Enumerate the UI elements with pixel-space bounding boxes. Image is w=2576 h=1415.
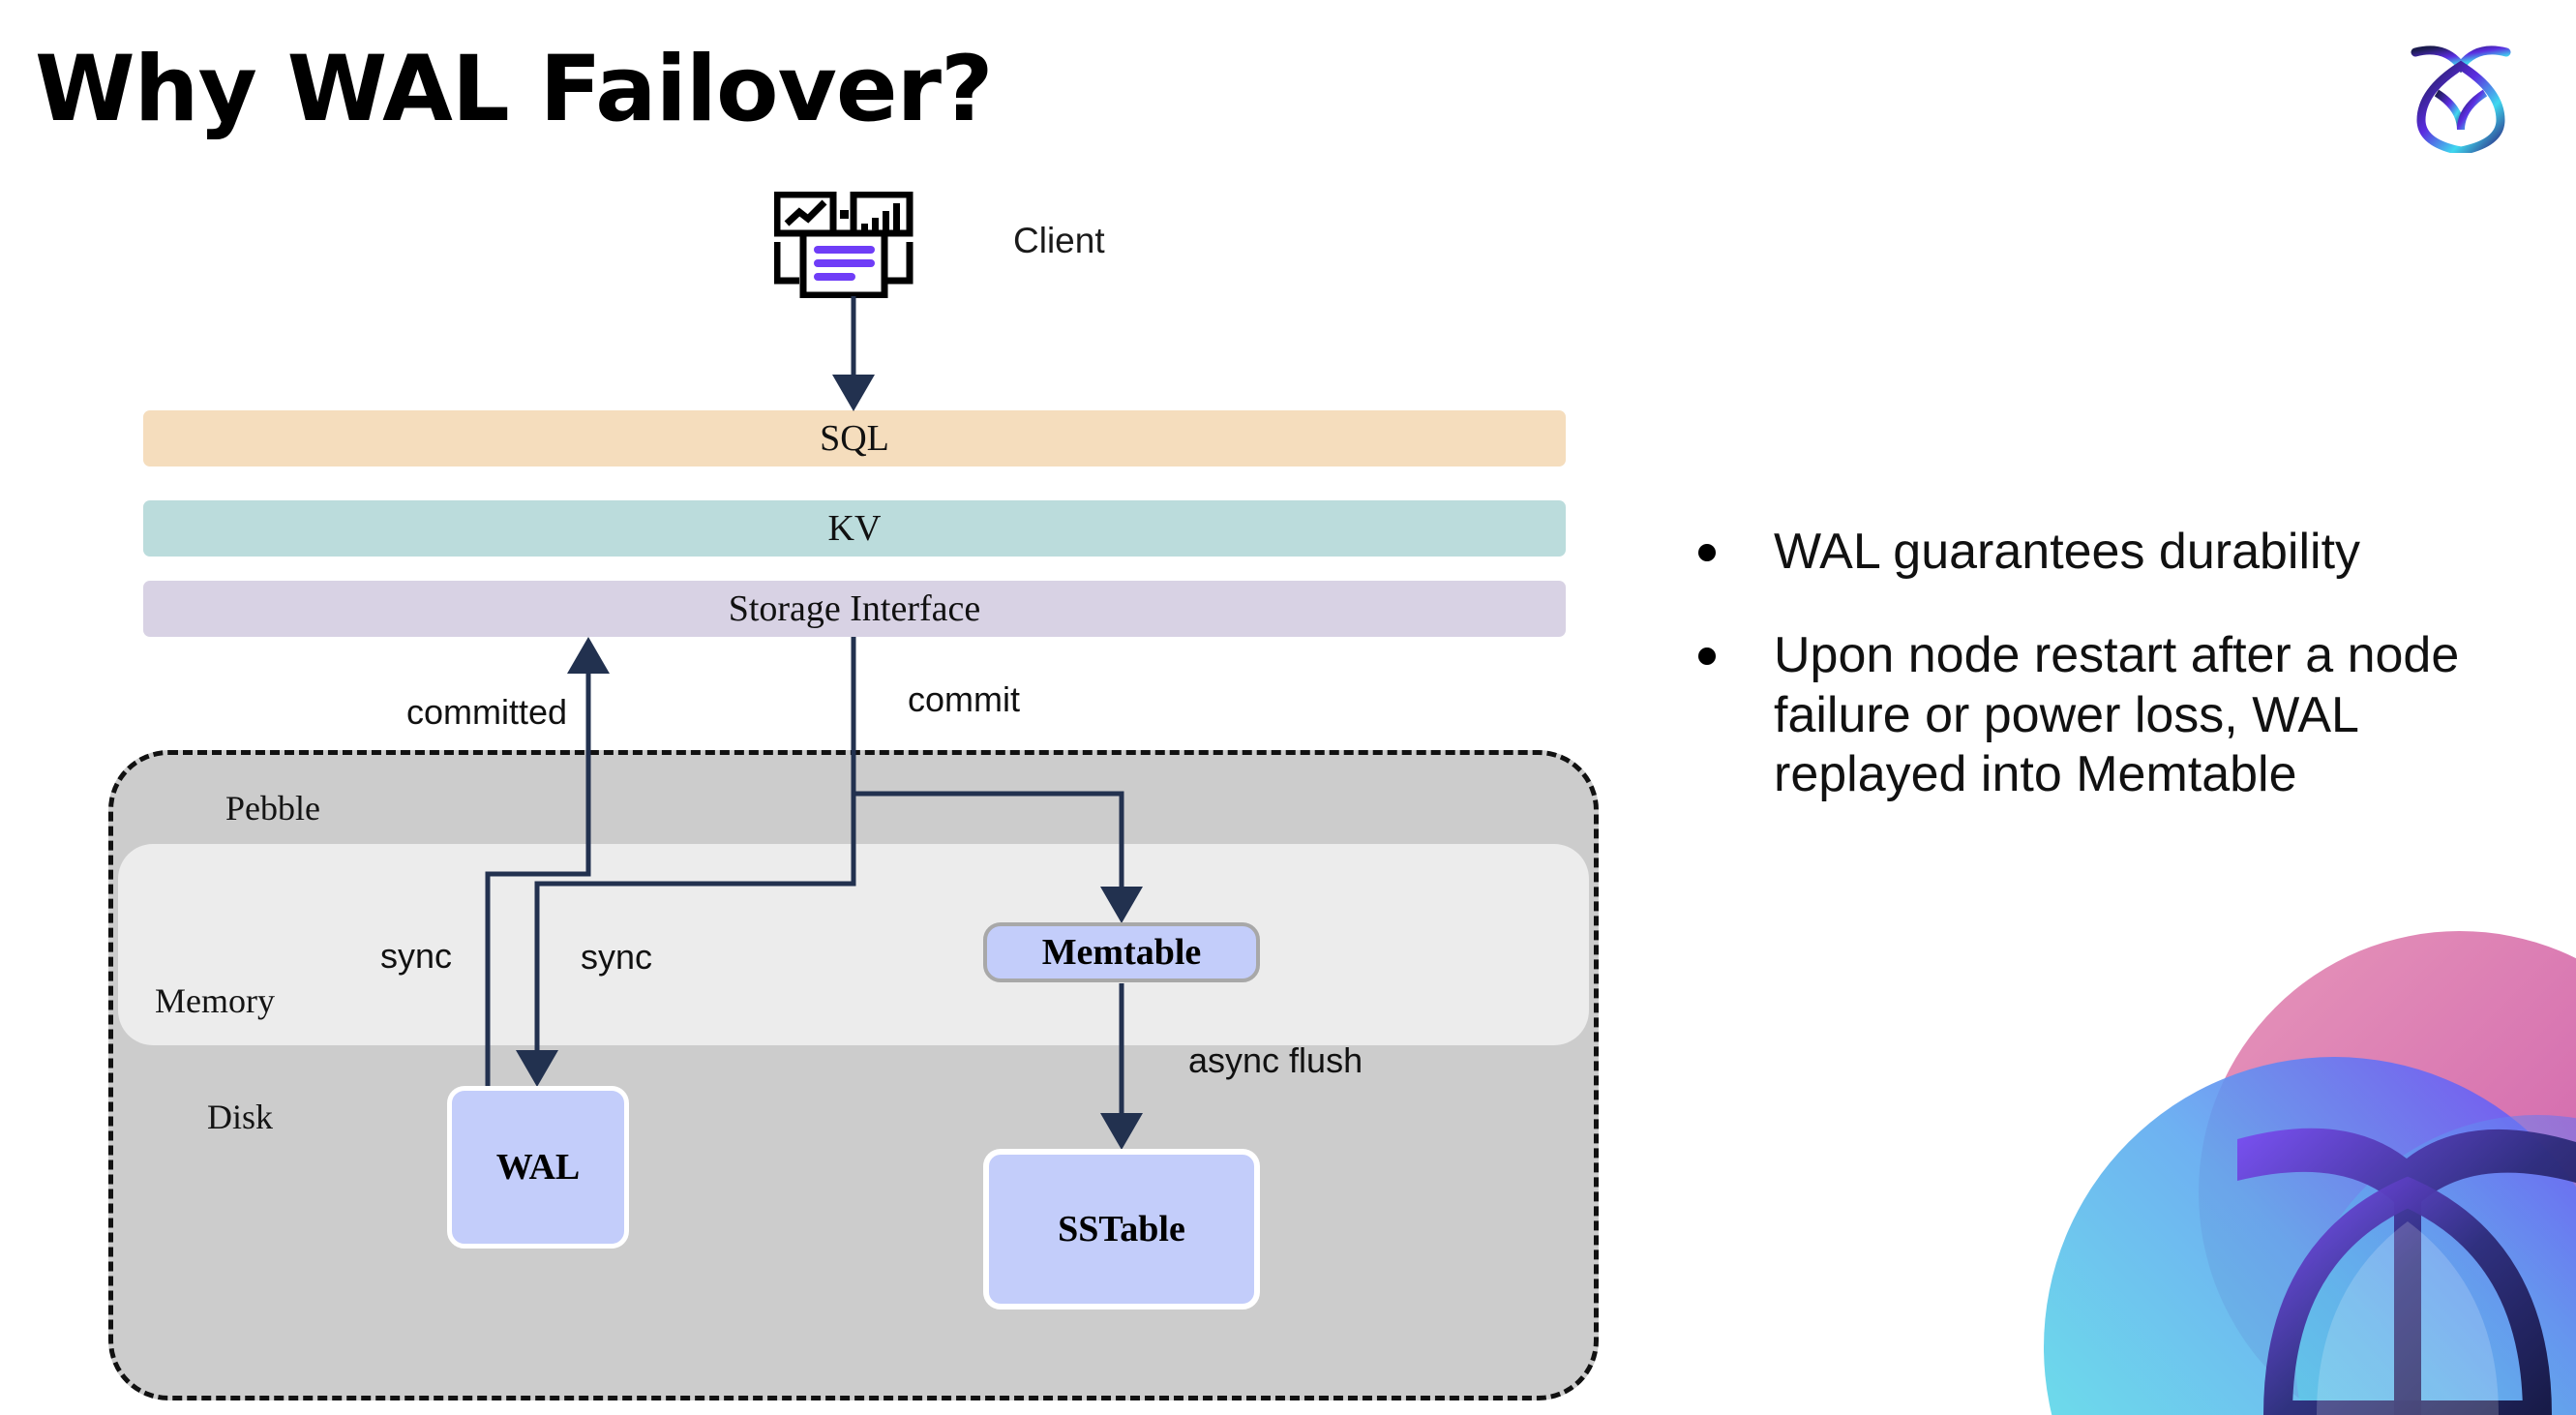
memory-region bbox=[118, 844, 1589, 1045]
layer-bar-storage-interface: Storage Interface bbox=[143, 581, 1566, 637]
list-item: WAL guarantees durability bbox=[1698, 523, 2531, 582]
layer-bar-storage-label: Storage Interface bbox=[728, 588, 981, 629]
edge-label-committed: committed bbox=[406, 692, 568, 732]
layer-bar-kv: KV bbox=[143, 500, 1566, 557]
layer-bar-sql: SQL bbox=[143, 410, 1566, 467]
node-sstable-label: SSTable bbox=[1058, 1209, 1185, 1249]
disk-label: Disk bbox=[207, 1098, 274, 1136]
node-sstable: SSTable bbox=[983, 1149, 1260, 1310]
edge-label-sync-a: sync bbox=[380, 936, 453, 976]
edge-label-commit: commit bbox=[908, 679, 1020, 719]
page-title: Why WAL Failover? bbox=[35, 37, 994, 142]
list-item: Upon node restart after a node failure o… bbox=[1698, 626, 2531, 804]
node-memtable-label: Memtable bbox=[1041, 932, 1202, 973]
edge-label-sync-b: sync bbox=[581, 937, 653, 977]
node-memtable: Memtable bbox=[983, 922, 1260, 982]
bullet-text: WAL guarantees durability bbox=[1774, 524, 2361, 580]
bullet-text: Upon node restart after a node failure o… bbox=[1774, 627, 2460, 803]
cockroach-watermark-graphic bbox=[2044, 931, 2576, 1415]
bullet-list: WAL guarantees durability Upon node rest… bbox=[1698, 523, 2531, 849]
client-dashboard-icon bbox=[774, 192, 914, 298]
memory-label: Memory bbox=[155, 981, 275, 1020]
pebble-label: Pebble bbox=[225, 789, 320, 828]
node-wal-label: WAL bbox=[495, 1147, 581, 1188]
node-wal: WAL bbox=[447, 1086, 629, 1249]
layer-bar-kv-label: KV bbox=[827, 508, 882, 549]
bullet-dot-icon bbox=[1698, 544, 1716, 561]
client-label: Client bbox=[1013, 221, 1105, 260]
bullet-dot-icon bbox=[1698, 647, 1716, 666]
layer-bar-sql-label: SQL bbox=[820, 418, 889, 459]
cockroach-labs-logo-icon bbox=[2411, 45, 2511, 153]
edge-label-async-flush: async flush bbox=[1188, 1040, 1363, 1080]
